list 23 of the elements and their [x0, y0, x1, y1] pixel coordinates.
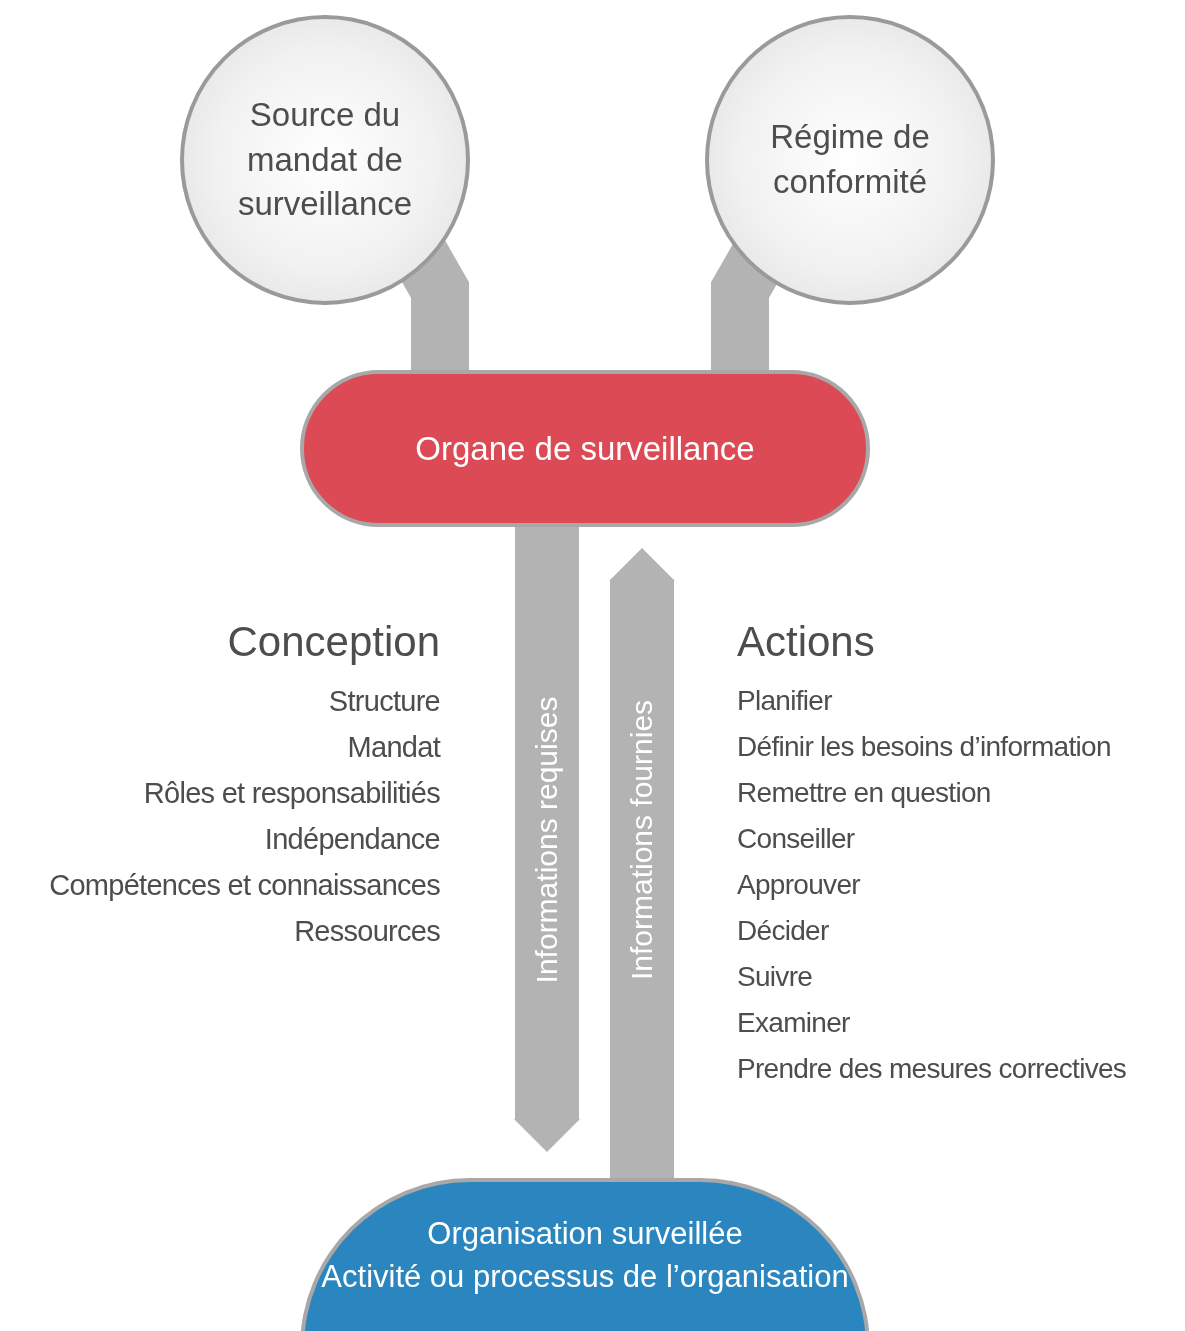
section-heading: Actions	[737, 617, 875, 667]
edge-label: Informations fournies	[624, 699, 659, 981]
list-item: Structure	[328, 684, 440, 719]
list-item: Ressources	[294, 914, 440, 949]
section-heading: Conception	[227, 617, 440, 667]
list-item: Rôles et responsabilitiés	[143, 776, 440, 811]
list-item: Mandat	[347, 730, 440, 765]
list-item: Remettre en question	[737, 776, 991, 810]
block-arrow	[514, 527, 580, 1152]
list-item: Planifier	[737, 684, 832, 718]
list-item: Conseiller	[737, 822, 855, 856]
list-item: Prendre des mesures correctives	[737, 1052, 1127, 1086]
list-item: Approuver	[737, 868, 860, 902]
list-item: Définir les besoins d’information	[737, 730, 1111, 764]
block-arrow	[609, 548, 675, 1178]
process-pill: Organisation surveillée Activité ou processus de l’organisation	[300, 1178, 870, 1331]
list-item: Compétences et connaissances	[49, 868, 440, 903]
list-item: Suivre	[737, 960, 813, 994]
list-item: Décider	[737, 914, 829, 948]
edge-label: Informations requises	[529, 696, 564, 984]
process-pill: Organe de surveillance	[300, 370, 870, 527]
list-item: Indépendance	[264, 822, 440, 857]
list-item: Examiner	[737, 1006, 850, 1040]
